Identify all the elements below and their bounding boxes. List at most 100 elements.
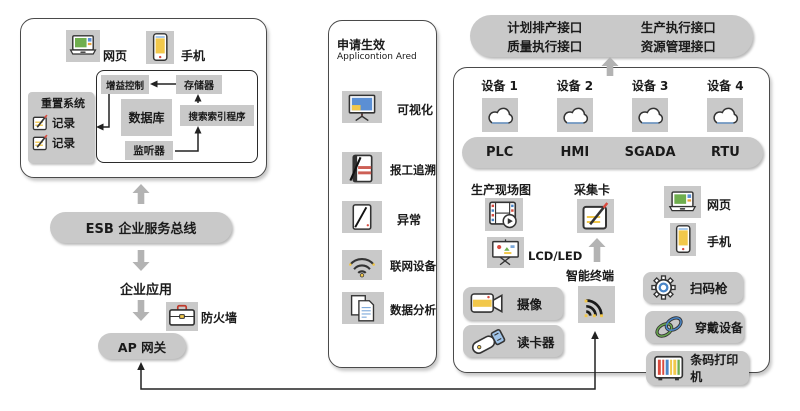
record-item: 记录 [32, 114, 94, 131]
cloud-icon [488, 107, 513, 124]
exception-label: 异常 [397, 213, 422, 227]
capture-card-icon-tile [577, 199, 614, 233]
interface-bar: 计划排产接口 生产执行接口 质量执行接口 资源管理接口 [470, 15, 753, 57]
ap-gateway-node: AP 网关 [98, 333, 186, 359]
notepad-pencil-icon [32, 134, 48, 151]
device-1-cloud-tile [462, 98, 537, 132]
firewall-icon-tile [166, 302, 198, 331]
storage-node: 存储器 [176, 75, 222, 94]
camera-label: 摄像 [517, 297, 543, 312]
visualization-label: 可视化 [397, 103, 434, 117]
documents-icon [350, 294, 375, 321]
lcd-led-icon-tile [487, 237, 524, 268]
protocol-bar: PLC HMI SGADA RTU [462, 137, 763, 168]
cloud-tile [481, 98, 518, 132]
enterprise-app-label: 企业应用 [119, 283, 172, 298]
cloud-tile [556, 98, 593, 132]
smart-terminal-icon-tile [578, 286, 615, 323]
interface-quality-exec: 质量执行接口 [507, 39, 583, 54]
reset-system-box: 重置系统 记录 记录 [28, 92, 94, 163]
wearable-node: 穿戴设备 [645, 311, 744, 343]
record-label: 记录 [52, 135, 75, 150]
device-labels-row: 设备 1 设备 2 设备 3 设备 4 [462, 77, 763, 93]
device-3-label: 设备 3 [631, 78, 669, 93]
database-node: 数据库 [121, 99, 172, 136]
search-index-node: 搜索索引程序 [180, 105, 254, 126]
arrow-down-to-ap-gateway [132, 300, 150, 321]
capture-card-label: 采集卡 [574, 183, 611, 197]
web-icon-tile [66, 30, 100, 62]
cloud-icon [563, 107, 588, 124]
chain-icon [655, 316, 683, 338]
device-4-cloud-tile [688, 98, 763, 132]
device-1-label: 设备 1 [481, 78, 518, 93]
device-4-label: 设备 4 [707, 78, 744, 93]
record-label: 记录 [52, 115, 75, 130]
notepad-pencil-icon [582, 202, 608, 230]
protocol-sgada: SGADA [624, 145, 676, 160]
exception-icon-tile [342, 201, 382, 233]
data-analysis-label: 数据分析 [390, 303, 436, 317]
lcd-led-label: LCD/LED [528, 249, 583, 263]
barcode-printer-label: 条码打印机 [690, 353, 739, 384]
network-device-label: 联网设备 [390, 259, 436, 273]
device-3-cloud-tile [613, 98, 688, 132]
listener-node: 监听器 [125, 141, 173, 160]
laptop-icon [69, 35, 97, 55]
wifi-icon [349, 258, 375, 278]
card-reader-node: 读卡器 [463, 325, 563, 357]
device-2-label: 设备 2 [556, 78, 594, 93]
briefcase-icon [169, 304, 195, 326]
right-web-label: 网页 [707, 198, 732, 212]
phone-icon [152, 33, 168, 61]
production-view-label: 生产现场图 [471, 183, 532, 197]
monitor-icon [348, 94, 376, 121]
smart-terminal-label: 智能终端 [566, 269, 615, 283]
barcode-icon [654, 355, 684, 381]
device-2-cloud-tile [537, 98, 612, 132]
work-report-icon-tile [342, 152, 382, 184]
esb-bus-node: ESB 企业服务总线 [50, 212, 232, 243]
arrow-up-to-local-panel [132, 184, 150, 204]
right-mobile-label: 手机 [707, 235, 732, 249]
wearable-label: 穿戴设备 [695, 320, 744, 335]
data-analysis-icon-tile [342, 292, 384, 324]
right-web-icon-tile [664, 186, 701, 218]
camera-node: 摄像 [463, 287, 563, 320]
interface-plan-scheduling: 计划排产接口 [507, 20, 583, 35]
mobile-icon-tile [146, 31, 174, 64]
notebook-pen-icon [349, 154, 373, 182]
cloud-tile [632, 98, 669, 132]
network-device-icon-tile [342, 250, 382, 280]
laptop-icon [668, 190, 697, 211]
visualization-icon-tile [342, 91, 382, 123]
paper-pen-icon [352, 203, 372, 230]
gain-control-node: 增益控制 [101, 75, 149, 94]
scanner-gun-node: 扫码枪 [643, 272, 743, 303]
notepad-pencil-icon [32, 114, 48, 131]
firewall-label: 防火墙 [201, 311, 238, 325]
barcode-printer-node: 条码打印机 [646, 351, 749, 385]
left-web-label: 网页 [103, 49, 128, 63]
interface-resource-mgmt: 资源管理接口 [640, 39, 716, 54]
scanner-gun-label: 扫码枪 [690, 281, 728, 296]
left-mobile-label: 手机 [181, 49, 206, 63]
application-panel-title: 申请生效 [337, 38, 386, 52]
camcorder-icon [470, 293, 503, 313]
arrow-down-from-esb [132, 250, 150, 271]
phone-icon [675, 225, 691, 253]
protocol-rtu: RTU [710, 145, 740, 160]
work-report-label: 报工追溯 [390, 163, 436, 177]
presentation-icon [492, 239, 519, 266]
record-item: 记录 [32, 134, 94, 151]
cloud-icon [638, 107, 664, 124]
cloud-icon [713, 107, 739, 124]
production-view-icon-tile [485, 198, 523, 231]
device-clouds-row [462, 98, 763, 132]
reset-system-title: 重置系统 [41, 97, 85, 110]
right-mobile-icon-tile [670, 223, 696, 256]
cloud-tile [707, 98, 744, 132]
signal-icon [584, 299, 603, 318]
card-reader-label: 读卡器 [517, 334, 555, 350]
